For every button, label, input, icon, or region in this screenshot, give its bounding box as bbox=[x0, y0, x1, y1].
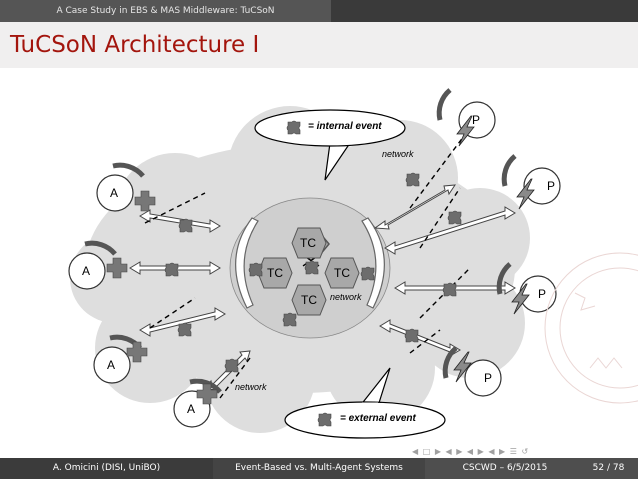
agent-node bbox=[68, 240, 128, 290]
network-cloud bbox=[70, 106, 530, 433]
probe-nodes bbox=[436, 88, 561, 397]
beamer-navigation: ◀ □ ▶ ◀ ▶ ◀ ▶ ◀ ▶ ☰ ↺ bbox=[412, 446, 572, 458]
tuple-centre-label: TC bbox=[301, 293, 317, 307]
top-bar: A Case Study in EBS & MAS Middleware: Tu… bbox=[0, 0, 638, 22]
watermark-seal bbox=[544, 252, 638, 404]
legend-external-text: = external event bbox=[340, 413, 416, 424]
agent-label: A bbox=[82, 264, 91, 278]
section-title[interactable]: A Case Study in EBS & MAS Middleware: Tu… bbox=[0, 0, 331, 22]
footer-bar: A. Omicini (DISI, UniBO) Event-Based vs.… bbox=[0, 458, 638, 479]
network-label: network bbox=[235, 382, 267, 392]
tuple-centre-label: TC bbox=[334, 266, 350, 280]
tuple-centre-label: TC bbox=[300, 236, 316, 250]
tuple-centre-label: TC bbox=[267, 266, 283, 280]
network-label: network bbox=[330, 292, 362, 302]
legend-external-bubble bbox=[284, 367, 446, 439]
nav-section-forward-icon[interactable]: ▶ bbox=[477, 447, 484, 456]
dashed-links bbox=[144, 127, 471, 399]
probe-node bbox=[436, 88, 496, 147]
agent-label: A bbox=[107, 358, 116, 372]
nav-align-icon[interactable]: ☰ bbox=[509, 447, 517, 456]
probe-node bbox=[501, 154, 561, 210]
probe-node bbox=[496, 262, 557, 315]
nav-subsection-forward-icon[interactable]: ▶ bbox=[456, 447, 463, 456]
agent-label: A bbox=[110, 186, 119, 200]
probe-label: P bbox=[538, 287, 547, 301]
nav-frame-icon[interactable]: □ bbox=[422, 447, 431, 456]
nav-subsection-back-icon[interactable]: ◀ bbox=[445, 447, 452, 456]
probe-node bbox=[442, 346, 502, 397]
agent-node bbox=[96, 162, 156, 212]
page-title: TuCSoN Architecture I bbox=[10, 32, 260, 58]
legend-internal-bubble bbox=[254, 109, 406, 181]
nav-frame-forward-icon[interactable]: ▶ bbox=[434, 447, 441, 456]
probe-label: P bbox=[547, 179, 556, 193]
legend-internal-text: = internal event bbox=[308, 121, 382, 132]
network-label: network bbox=[382, 149, 414, 159]
diagram-graphics bbox=[68, 88, 638, 439]
agent-nodes bbox=[68, 162, 222, 428]
frame-title-bar: TuCSoN Architecture I bbox=[0, 22, 638, 68]
nav-find-icon[interactable]: ↺ bbox=[521, 447, 529, 456]
agent-label: A bbox=[187, 402, 196, 416]
nav-doc-back-icon[interactable]: ◀ bbox=[488, 447, 495, 456]
footer-author: A. Omicini (DISI, UniBO) bbox=[0, 458, 213, 479]
agent-node bbox=[93, 334, 148, 384]
footer-page-number: 52 / 78 bbox=[585, 458, 638, 479]
inner-brackets bbox=[235, 217, 385, 309]
architecture-diagram: A A A A P P P P TC TC TC TC network netw… bbox=[0, 68, 638, 458]
nav-frame-back-icon[interactable]: ◀ bbox=[412, 447, 419, 456]
agent-node bbox=[173, 378, 222, 428]
nav-doc-forward-icon[interactable]: ▶ bbox=[499, 447, 506, 456]
tuple-centre-shapes bbox=[257, 227, 360, 316]
footer-event: CSCWD – 6/5/2015 bbox=[425, 458, 585, 479]
footer-talk-title: Event-Based vs. Multi-Agent Systems bbox=[213, 458, 425, 479]
nav-section-back-icon[interactable]: ◀ bbox=[466, 447, 474, 456]
probe-label: P bbox=[472, 113, 481, 127]
probe-label: P bbox=[484, 371, 493, 385]
